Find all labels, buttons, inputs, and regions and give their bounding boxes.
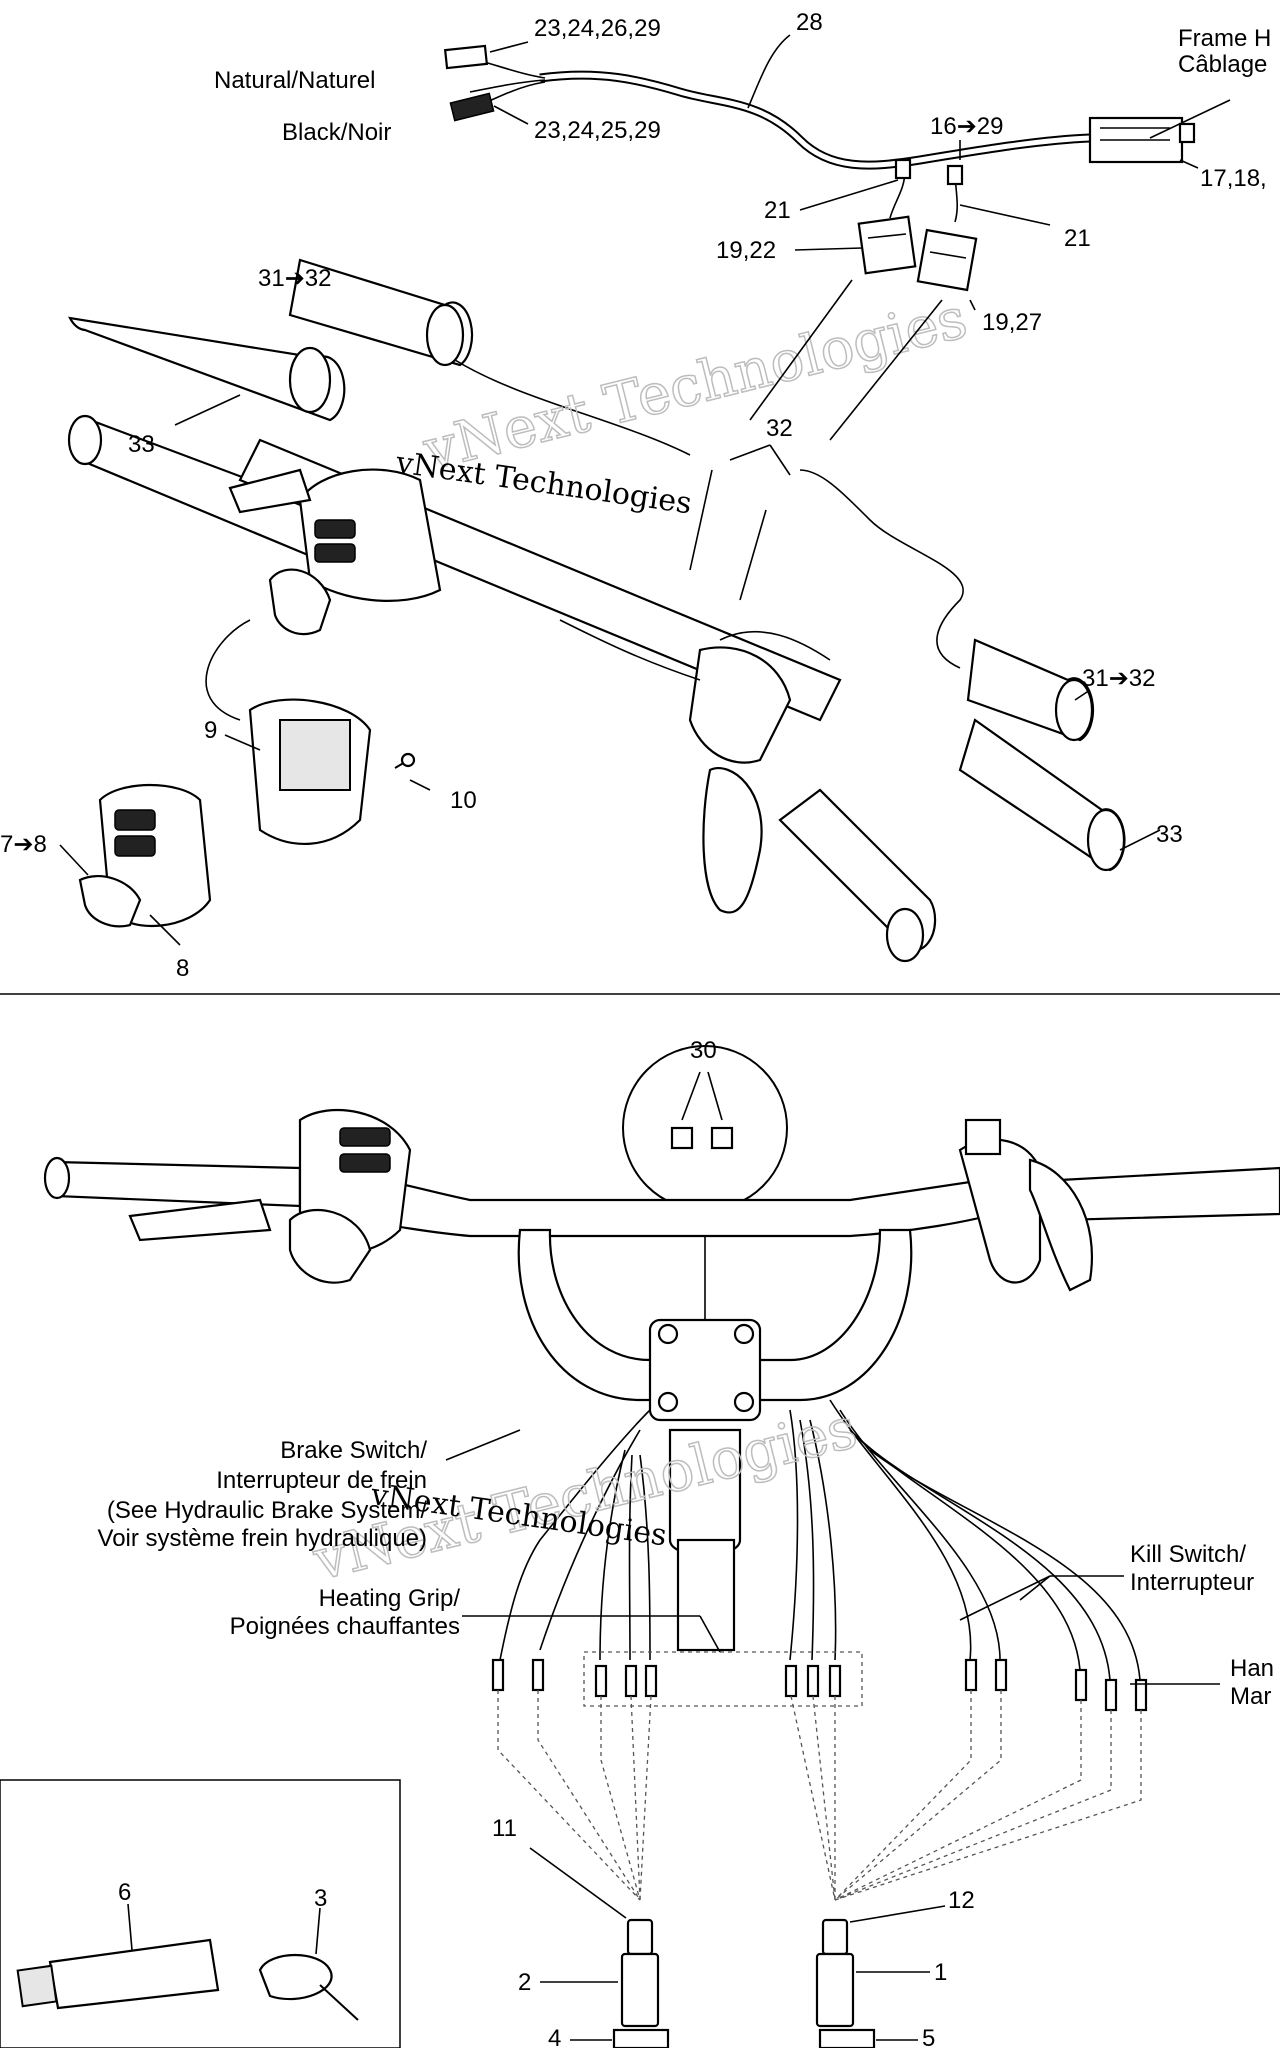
- label-brake-line2: Interrupteur de frein: [216, 1467, 427, 1494]
- callout-12: 12: [948, 1887, 975, 1914]
- watermark-top: vNext Technologies vNext Technologies: [393, 285, 974, 521]
- cable-tie: [258, 1953, 333, 2001]
- label-hand-line1: Han: [1230, 1655, 1274, 1682]
- label-kill-line1: Kill Switch/: [1130, 1541, 1246, 1568]
- label-heating-line2: Poignées chauffantes: [230, 1613, 460, 1640]
- callout-16-29: 16➔29: [930, 113, 1004, 140]
- connectors-bottom: 11 12 2 1 4 5: [492, 1815, 975, 2048]
- callout-33b: 33: [1156, 821, 1183, 848]
- callout-6: 6: [118, 1879, 131, 1906]
- black-connector: [449, 92, 495, 122]
- label-natural: Natural/Naturel: [214, 67, 375, 94]
- callout-23-24-25-29: 23,24,25,29: [534, 117, 661, 144]
- label-brake-line4: Voir système frein hydraulique): [98, 1525, 427, 1552]
- watermark-text-top: vNext Technologies: [393, 445, 694, 521]
- wires-bottom: [491, 1399, 1148, 1901]
- natural-connector: [443, 44, 489, 70]
- callout-4: 4: [548, 2025, 561, 2048]
- label-brake-line3: (See Hydraulic Brake System/: [107, 1497, 427, 1524]
- watermark-bottom: vNext Technologies vNext Technologies: [306, 1395, 864, 1594]
- labels-top: Natural/Naturel Black/Noir Frame H Câbla…: [214, 25, 1271, 146]
- handlebar-assembly-bottom: [43, 1108, 1280, 1652]
- connector-19-27: [916, 228, 978, 292]
- label-black: Black/Noir: [282, 119, 391, 146]
- callout-2: 2: [518, 1969, 531, 1996]
- label-heating-line1: Heating Grip/: [319, 1585, 461, 1612]
- grips-top: [68, 258, 1126, 872]
- leaders-top: [59, 34, 1231, 946]
- housing-2: [620, 1952, 660, 2028]
- callout-17-18: 17,18,: [1200, 165, 1267, 192]
- callout-9: 9: [204, 717, 217, 744]
- watermark-ghost-top: vNext Technologies: [417, 286, 973, 484]
- switch-housing-exploded: [78, 619, 416, 928]
- callout-21a: 21: [764, 197, 791, 224]
- wiring-harness: [443, 44, 1196, 292]
- callout-31-32a: 31➔32: [258, 265, 332, 292]
- callout-30: 30: [690, 1037, 717, 1064]
- callout-19-27: 19,27: [982, 309, 1042, 336]
- top-section: vNext Technologies vNext Technologies: [0, 9, 1271, 982]
- callout-8: 8: [176, 955, 189, 982]
- callout-32: 32: [766, 415, 793, 442]
- label-frame-line1: Frame H: [1178, 25, 1271, 52]
- callout-7-8: 7➔8: [0, 831, 47, 858]
- leaders-bottom: [445, 1429, 1220, 1685]
- callout-31-32b: 31➔32: [1082, 665, 1156, 692]
- housing-1: [815, 1952, 855, 2028]
- pin-12: [821, 1918, 849, 1956]
- handlebar-assembly-top: [67, 414, 937, 963]
- callout-10: 10: [450, 787, 477, 814]
- callout-5: 5: [922, 2025, 935, 2048]
- label-kill-line2: Interrupteur: [1130, 1569, 1254, 1596]
- connector-19-22: [857, 215, 917, 275]
- inset-consumables: 6 3: [0, 1779, 401, 2048]
- callout-11: 11: [492, 1815, 517, 1842]
- grease-tube: [48, 1938, 220, 2010]
- housing-4: [612, 2028, 670, 2048]
- labels-bottom: Brake Switch/ Interrupteur de frein (See…: [98, 1437, 1275, 1710]
- callout-21b: 21: [1064, 225, 1091, 252]
- label-hand-line2: Mar: [1230, 1683, 1271, 1710]
- label-brake-line1: Brake Switch/: [280, 1437, 427, 1464]
- callouts-top: 23,24,26,29 23,24,25,29 28 16➔29 17,18, …: [0, 9, 1267, 982]
- pin-11: [626, 1918, 654, 1956]
- callout-28: 28: [796, 9, 823, 36]
- stem-clamp: [648, 1318, 762, 1422]
- callout-19-22: 19,22: [716, 237, 776, 264]
- label-frame-line2: Câblage: [1178, 51, 1267, 78]
- bottom-section: 30: [0, 1037, 1280, 2048]
- housing-5: [818, 2028, 876, 2048]
- callout-3: 3: [314, 1885, 327, 1912]
- detail-30: 30: [622, 1037, 788, 1340]
- callout-23-24-26-29: 23,24,26,29: [534, 15, 661, 42]
- callout-1: 1: [934, 1959, 947, 1986]
- callout-33a: 33: [128, 431, 155, 458]
